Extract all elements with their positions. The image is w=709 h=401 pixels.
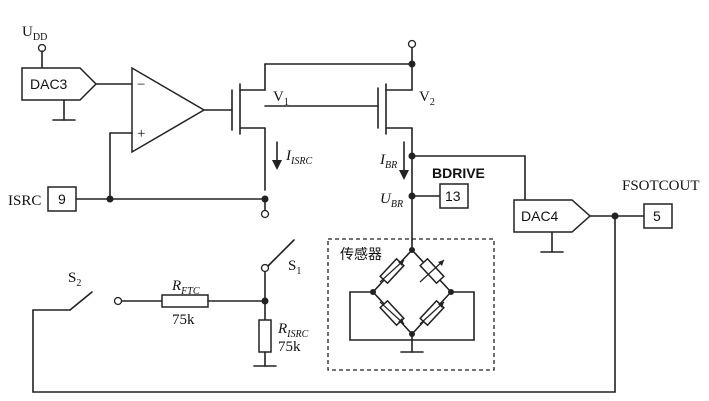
op-amp: − + (131, 66, 206, 154)
dac3-block: DAC3 (21, 67, 98, 121)
v2-label: V (419, 89, 430, 105)
risrc-value: 75k (278, 339, 301, 355)
pin-13 (439, 183, 469, 209)
ibr-subscript: BR (385, 160, 397, 171)
v2-supply-terminal (407, 39, 417, 49)
isrc-current-arrow: IISRC (272, 141, 312, 170)
isrc-pin-label: ISRC (8, 193, 41, 209)
svg-text:S1: S1 (288, 258, 301, 277)
opamp-minus-label: − (137, 77, 145, 93)
svg-text:IBR: IBR (379, 152, 397, 171)
v2-transistor: V2 (385, 47, 435, 241)
v2-subscript: 2 (430, 97, 435, 108)
svg-text:IISRC: IISRC (285, 148, 312, 167)
pin-9-label: 9 (58, 191, 66, 207)
s1-label: S (288, 258, 296, 274)
opamp-plus-label: + (137, 126, 145, 142)
resistor-risrc: RISRC 75k (253, 319, 309, 367)
v1-label: V (273, 89, 284, 105)
pin-5 (643, 203, 673, 229)
rftc-value: 75k (172, 312, 195, 328)
switch-s1: S1 (260, 239, 301, 277)
svg-text:S2: S2 (68, 270, 81, 289)
svg-text:UDD: UDD (22, 24, 47, 43)
sensor-dashed-box (327, 238, 495, 371)
fsotcout-label: FSOTCOUT (622, 178, 700, 194)
svg-text:RISRC: RISRC (277, 321, 309, 340)
ubr-label: U (380, 191, 392, 207)
udd-subscript: DD (33, 32, 47, 43)
pin-13-label: 13 (445, 188, 461, 204)
isrc-current-subscript: ISRC (290, 156, 312, 167)
switch-s2: S2 (32, 270, 123, 311)
svg-text:V2: V2 (419, 89, 435, 108)
sensor-label: 传感器 (340, 246, 382, 263)
ubr-subscript: BR (391, 199, 403, 210)
udd-label: U (22, 24, 33, 40)
svg-text:V1: V1 (273, 89, 289, 108)
s2-label: S (68, 270, 76, 286)
s1-subscript: 1 (296, 266, 301, 277)
s2-subscript: 2 (76, 278, 81, 289)
pin-5-label: 5 (653, 208, 661, 224)
dac3-label: DAC3 (30, 76, 68, 92)
rftc-label: R (171, 278, 181, 294)
svg-text:RFTC: RFTC (171, 278, 200, 297)
isrc-current-label: I (285, 148, 292, 164)
dac4-block: DAC4 (513, 199, 592, 253)
svg-text:UBR: UBR (380, 191, 403, 210)
sensor-bridge: 传感器 (327, 238, 495, 371)
bdrive-label: BDRIVE (432, 165, 485, 181)
pin-9 (47, 186, 77, 212)
resistor-rftc: RFTC 75k (121, 278, 266, 328)
ibr-current-arrow: IBR (379, 141, 409, 180)
risrc-label: R (277, 321, 287, 337)
ibr-label: I (379, 152, 386, 168)
v1-subscript: 1 (284, 97, 289, 108)
rftc-subscript: FTC (180, 286, 200, 297)
v1-transistor: V1 (239, 63, 413, 191)
dac4-label: DAC4 (521, 208, 559, 224)
risrc-subscript: ISRC (286, 329, 308, 340)
udd-supply: UDD (22, 24, 47, 69)
